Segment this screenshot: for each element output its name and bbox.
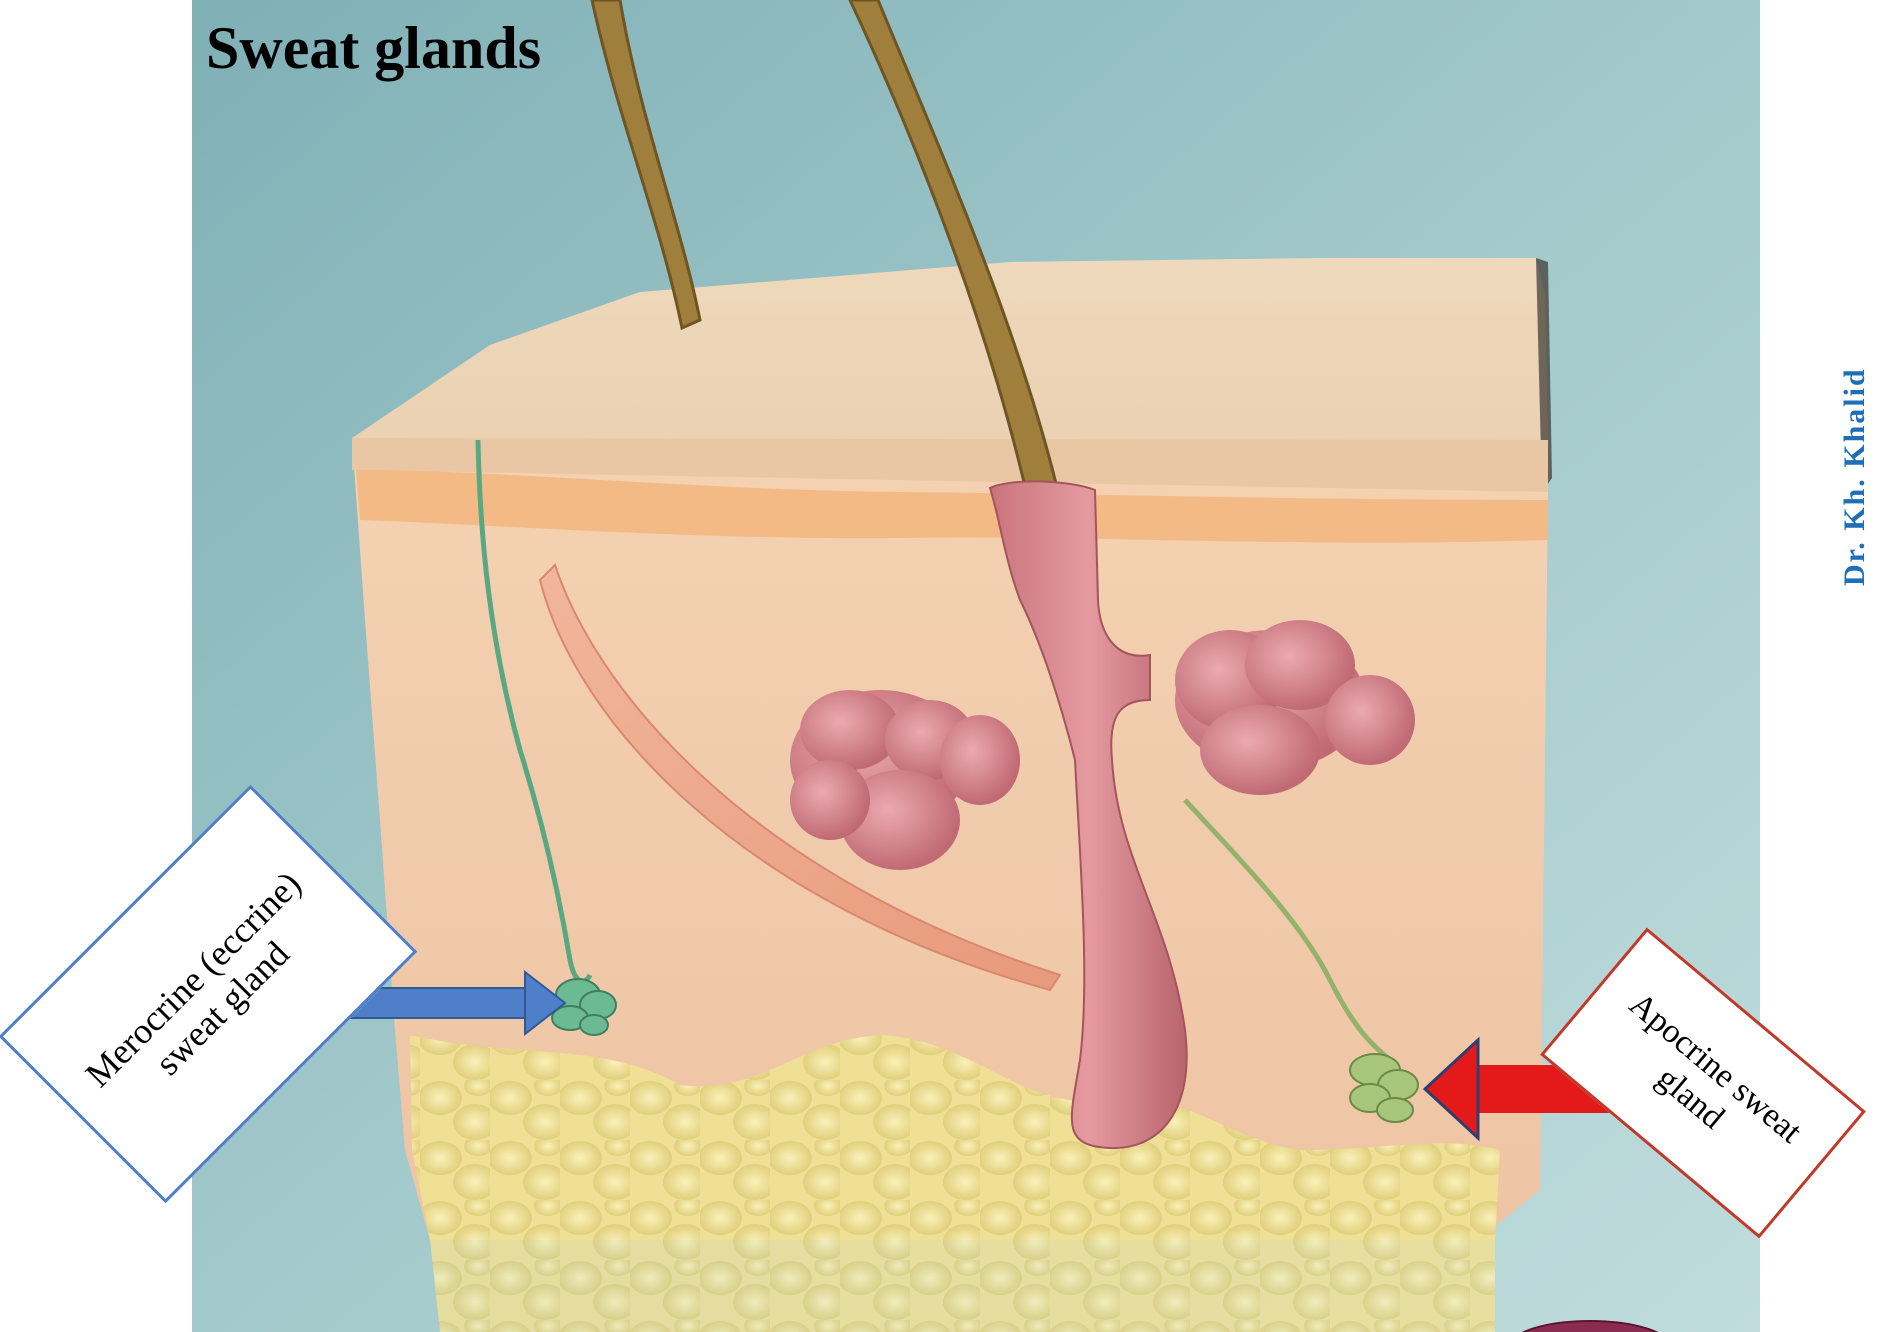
author-sidebar-text: Dr. Kh. Khalid [1838, 367, 1872, 586]
slide-title: Sweat glands [206, 14, 541, 83]
hypodermis-fat-lower [430, 1240, 1495, 1332]
